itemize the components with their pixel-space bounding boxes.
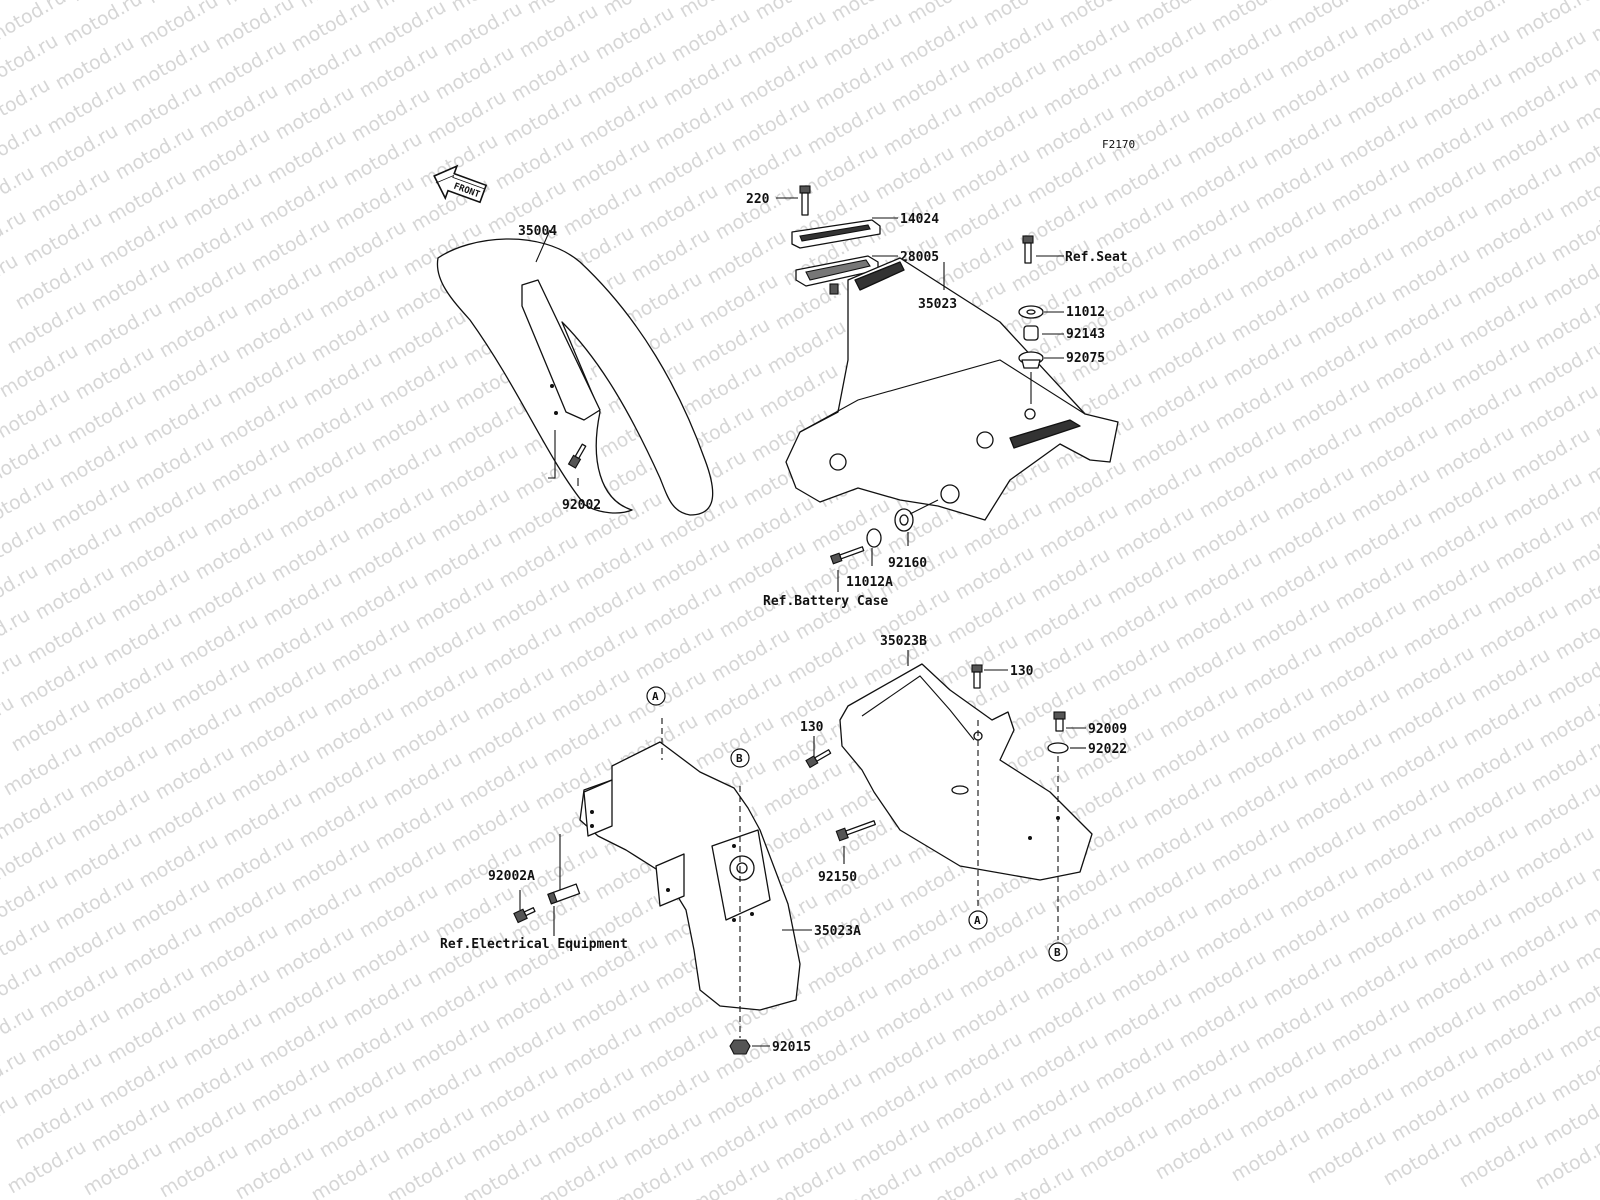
connector-a-right: A: [968, 910, 988, 930]
lid-14024: [791, 219, 881, 249]
bolt-92002-icon: [567, 443, 587, 469]
label-28005: 28005: [900, 250, 939, 265]
label-ref-battery: Ref.Battery Case: [763, 594, 888, 609]
rear-cover-35023: [785, 257, 1119, 521]
bolt-ref-seat-icon: [1022, 235, 1034, 264]
watermark-text: motod.ru: [440, 0, 526, 60]
label-92022: 92022: [1088, 742, 1127, 757]
label-11012a: 11012A: [846, 575, 893, 590]
label-35023: 35023: [918, 297, 957, 312]
connector-a-left: A: [646, 686, 666, 706]
label-35023b: 35023B: [880, 634, 927, 649]
label-130-left: 130: [800, 720, 824, 735]
svg-text:B: B: [1054, 946, 1061, 959]
front-fender: [436, 229, 714, 516]
figure-code: F2170: [1102, 138, 1135, 151]
watermark-text: motod.ru: [1588, 0, 1600, 46]
label-92150: 92150: [818, 870, 857, 885]
nut-92015-icon: [729, 1039, 751, 1055]
inner-fender-35023b: [839, 663, 1093, 881]
collar-92143: [1023, 325, 1039, 341]
connector-b-left: B: [730, 748, 750, 768]
label-ref-electrical: Ref.Electrical Equipment: [440, 937, 628, 952]
grommet-92160: [894, 508, 914, 532]
label-220: 220: [746, 192, 770, 207]
svg-text:A: A: [652, 690, 659, 703]
bolt-92009-icon: [1053, 711, 1066, 732]
label-35023a: 35023A: [814, 924, 861, 939]
bolt-130-top-icon: [971, 664, 983, 689]
label-92002a: 92002A: [488, 869, 535, 884]
label-92009: 92009: [1088, 722, 1127, 737]
label-92160: 92160: [888, 556, 927, 571]
watermark-text: motod.ru: [364, 0, 450, 58]
svg-text:B: B: [736, 752, 743, 765]
label-130-top: 130: [1010, 664, 1034, 679]
label-92075: 92075: [1066, 351, 1105, 366]
gasket-28005: [795, 255, 879, 295]
label-92002: 92002: [562, 498, 601, 513]
label-ref-seat: Ref.Seat: [1065, 250, 1128, 265]
label-14024: 14024: [900, 212, 939, 227]
bolt-ref-battery-icon: [829, 546, 865, 565]
watermark-text: motod.ru: [288, 0, 374, 56]
connector-b-right: B: [1048, 942, 1068, 962]
label-92015: 92015: [772, 1040, 811, 1055]
bolt-220-icon: [799, 185, 811, 216]
bolt-130-left-icon: [805, 749, 832, 769]
rear-fender-35023a: [579, 741, 801, 1011]
grommet-92075: [1018, 351, 1044, 369]
label-35004: 35004: [518, 224, 557, 239]
svg-text:A: A: [974, 914, 981, 927]
label-92143: 92143: [1066, 327, 1105, 342]
label-11012: 11012: [1066, 305, 1105, 320]
washer-92022: [1047, 742, 1069, 754]
clip-ref-electrical: [547, 883, 581, 905]
washer-11012a: [866, 528, 882, 548]
bolt-92002a-icon: [513, 907, 536, 924]
bolt-92150-icon: [835, 820, 876, 842]
